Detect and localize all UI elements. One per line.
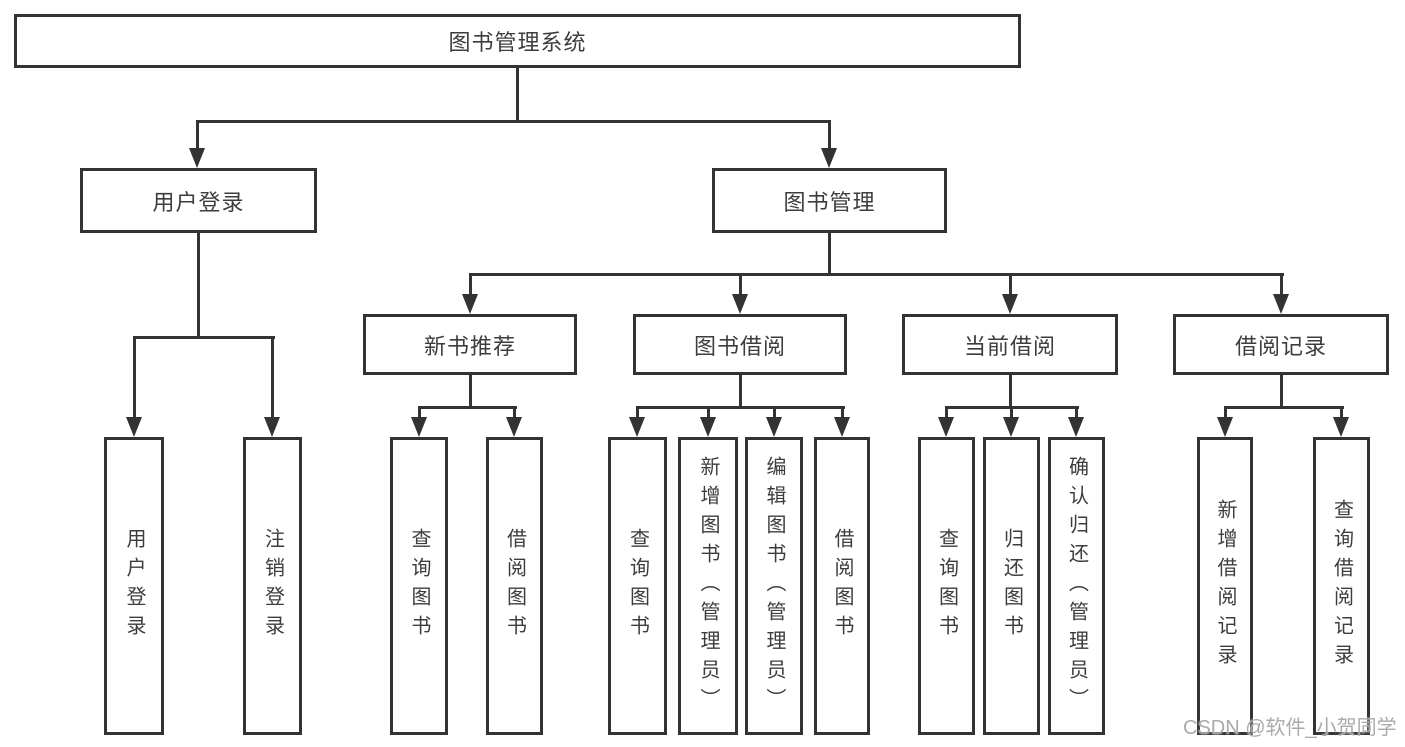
connector-drop-book-mgmt (828, 120, 831, 150)
connector-drop (841, 406, 844, 421)
connector-drop-user-login (196, 120, 199, 150)
connector-drop (1224, 406, 1227, 421)
connector-drop (773, 406, 776, 421)
node-current-confirm-return-admin-label: 确认归还（管理员） (1065, 455, 1088, 717)
node-borrow-record: 借阅记录 (1173, 314, 1389, 375)
node-newbook-borrow-books-label: 借阅图书 (503, 528, 526, 644)
node-book-borrow: 图书借阅 (633, 314, 847, 375)
arrow-down-icon (766, 417, 782, 437)
node-current-query-books-label: 查询图书 (935, 528, 958, 644)
connector-book-borrow-bus (637, 406, 845, 409)
arrow-down-icon (938, 417, 954, 437)
arrow-down-icon (189, 148, 205, 168)
node-borrow-edit-books-admin: 编辑图书（管理员） (745, 437, 803, 735)
connector-root-stem (516, 68, 519, 123)
connector-drop (707, 406, 710, 421)
connector-book-mgmt-stem (828, 233, 831, 276)
connector-drop-login (133, 336, 136, 421)
node-borrow-record-label: 借阅记录 (1234, 333, 1327, 359)
node-root-label: 图书管理系统 (448, 30, 587, 55)
node-newbook-borrow-books: 借阅图书 (486, 437, 543, 735)
arrow-down-icon (1068, 417, 1084, 437)
connector-drop-logout (271, 336, 274, 421)
node-root: 图书管理系统 (14, 14, 1021, 68)
node-record-add-borrow-record-label: 新增借阅记录 (1214, 499, 1236, 673)
connector-book-mgmt-bus (470, 273, 1284, 276)
node-borrow-query-books: 查询图书 (608, 437, 667, 735)
node-current-return-books-label: 归还图书 (1000, 528, 1023, 644)
node-book-management: 图书管理 (712, 168, 947, 233)
arrow-down-icon (506, 417, 522, 437)
node-login: 用户登录 (104, 437, 164, 735)
connector-drop-borrow-record (1280, 273, 1283, 298)
node-user-login-label: 用户登录 (152, 189, 245, 215)
node-logout: 注销登录 (243, 437, 302, 735)
arrow-down-icon (1002, 294, 1018, 314)
node-borrow-borrow-books-label: 借阅图书 (831, 528, 853, 644)
connector-drop (418, 406, 421, 421)
connector-new-book-stem (469, 375, 472, 409)
connector-root-bus (197, 120, 831, 123)
node-newbook-query-books: 查询图书 (390, 437, 448, 735)
node-current-confirm-return-admin: 确认归还（管理员） (1048, 437, 1105, 735)
arrow-down-icon (700, 417, 716, 437)
connector-borrow-record-stem (1280, 375, 1283, 409)
node-new-book-recommend-label: 新书推荐 (423, 333, 516, 359)
node-user-login: 用户登录 (80, 168, 317, 233)
node-borrow-borrow-books: 借阅图书 (814, 437, 870, 735)
connector-drop-current-borrow (1009, 273, 1012, 298)
connector-borrow-record-bus (1225, 406, 1344, 409)
arrow-down-icon (629, 417, 645, 437)
arrow-down-icon (1273, 294, 1289, 314)
arrow-down-icon (264, 417, 280, 437)
node-record-add-borrow-record: 新增借阅记录 (1197, 437, 1253, 735)
arrow-down-icon (834, 417, 850, 437)
connector-drop (945, 406, 948, 421)
arrow-down-icon (732, 294, 748, 314)
connector-drop (1010, 406, 1013, 421)
node-current-return-books: 归还图书 (983, 437, 1040, 735)
arrow-down-icon (126, 417, 142, 437)
node-book-borrow-label: 图书借阅 (693, 333, 786, 359)
arrow-down-icon (1003, 417, 1019, 437)
connector-current-borrow-stem (1009, 375, 1012, 409)
node-current-borrow: 当前借阅 (902, 314, 1118, 375)
csdn-watermark: CSDN @软件_小贺同学 (1183, 717, 1397, 739)
node-current-query-books: 查询图书 (918, 437, 975, 735)
connector-drop-book-borrow (739, 273, 742, 298)
node-borrow-edit-books-admin-label: 编辑图书（管理员） (763, 455, 785, 717)
connector-drop (513, 406, 516, 421)
connector-drop (636, 406, 639, 421)
node-borrow-query-books-label: 查询图书 (626, 528, 649, 644)
node-borrow-add-books-admin-label: 新增图书（管理员） (697, 455, 719, 717)
node-borrow-add-books-admin: 新增图书（管理员） (678, 437, 738, 735)
arrow-down-icon (411, 417, 427, 437)
connector-book-borrow-stem (739, 375, 742, 409)
node-logout-label: 注销登录 (261, 528, 284, 644)
connector-new-book-bus (419, 406, 517, 409)
node-current-borrow-label: 当前借阅 (963, 333, 1056, 359)
node-record-query-borrow-record: 查询借阅记录 (1313, 437, 1370, 735)
node-new-book-recommend: 新书推荐 (363, 314, 577, 375)
node-newbook-query-books-label: 查询图书 (408, 528, 430, 644)
arrow-down-icon (1333, 417, 1349, 437)
node-book-management-label: 图书管理 (783, 189, 876, 215)
connector-drop (1340, 406, 1343, 421)
connector-user-login-bus (134, 336, 275, 339)
arrow-down-icon (1217, 417, 1233, 437)
connector-user-login-stem (197, 233, 200, 339)
node-record-query-borrow-record-label: 查询借阅记录 (1330, 499, 1353, 673)
connector-drop (1075, 406, 1078, 421)
node-login-label: 用户登录 (123, 528, 145, 644)
arrow-down-icon (821, 148, 837, 168)
arrow-down-icon (462, 294, 478, 314)
connector-drop-new-book (469, 273, 472, 298)
